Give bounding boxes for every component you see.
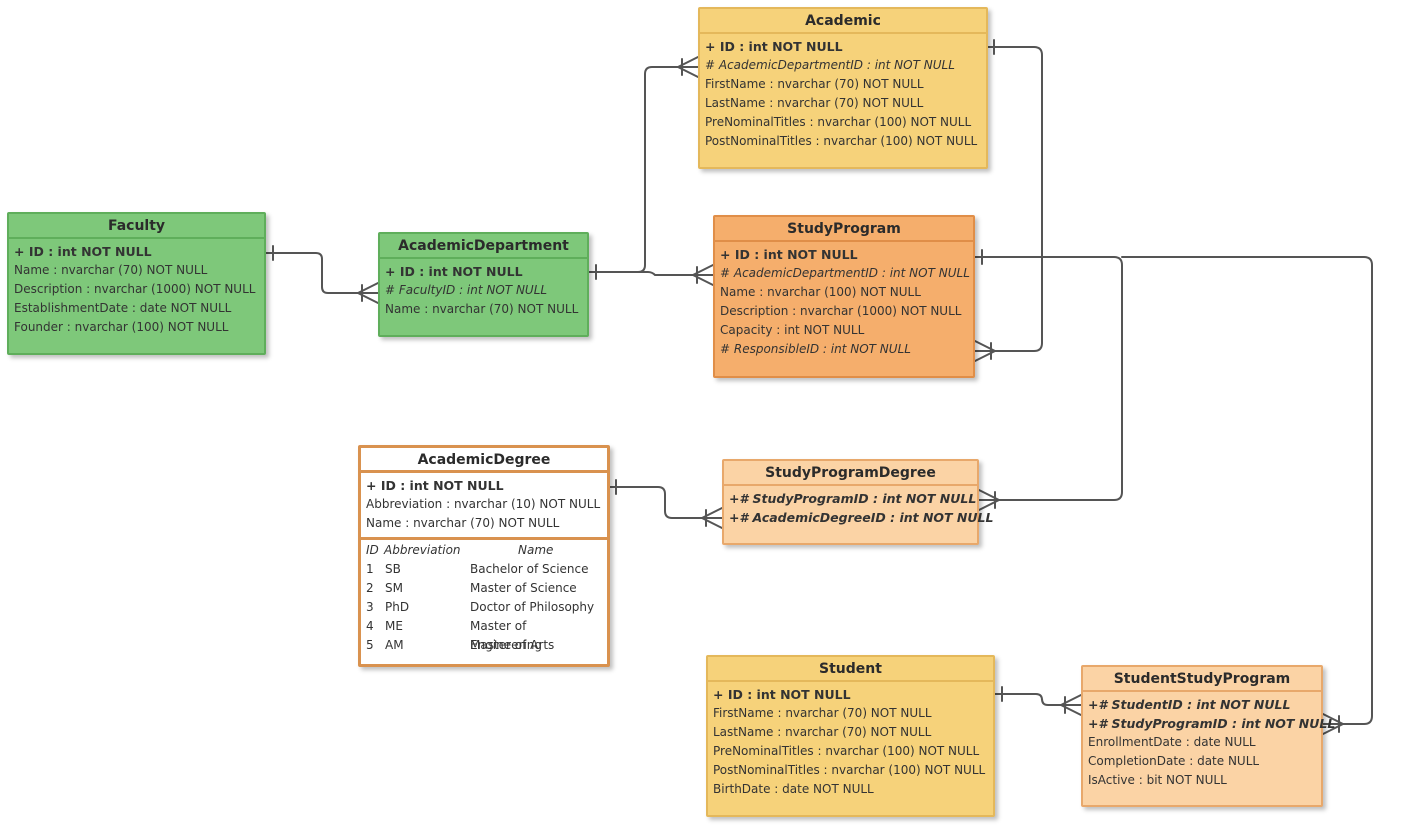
entity-student[interactable]: Student + ID : int NOT NULL FirstName : … bbox=[706, 655, 995, 817]
pk-field: + ID : int NOT NULL bbox=[385, 264, 523, 279]
field: PostNominalTitles : nvarchar (100) NOT N… bbox=[713, 763, 986, 777]
data-header-row: ID Abbreviation Name bbox=[366, 541, 602, 560]
field: Founder : nvarchar (100) NOT NULL bbox=[14, 320, 229, 334]
entity-academic-degree[interactable]: AcademicDegree + ID : int NOT NULL Abbre… bbox=[358, 445, 610, 667]
field: FirstName : nvarchar (70) NOT NULL bbox=[705, 77, 924, 91]
entity-title: AcademicDepartment bbox=[380, 234, 587, 259]
entity-title: AcademicDegree bbox=[361, 448, 607, 473]
sample-data-table: ID Abbreviation Name 1 SB Bachelor of Sc… bbox=[361, 540, 607, 655]
field: Capacity : int NOT NULL bbox=[720, 323, 865, 337]
data-cell: 1 bbox=[366, 562, 374, 576]
data-cell: 4 bbox=[366, 619, 374, 633]
field: CompletionDate : date NULL bbox=[1088, 754, 1260, 768]
field: LastName : nvarchar (70) NOT NULL bbox=[713, 725, 932, 739]
field: Name : nvarchar (70) NOT NULL bbox=[14, 263, 208, 277]
pk-field: + ID : int NOT NULL bbox=[14, 244, 152, 259]
fk-field: # AcademicDepartmentID : int NOT NULL bbox=[705, 58, 955, 72]
field: Name : nvarchar (70) NOT NULL bbox=[366, 516, 560, 530]
entity-title: StudyProgram bbox=[715, 217, 973, 242]
data-cell: Master of Science bbox=[470, 581, 577, 595]
entity-title: StudentStudyProgram bbox=[1083, 667, 1321, 692]
fk-field: # ResponsibleID : int NOT NULL bbox=[720, 342, 911, 356]
entity-academic-department[interactable]: AcademicDepartment + ID : int NOT NULL #… bbox=[378, 232, 589, 337]
data-cell: SB bbox=[385, 562, 401, 576]
field: IsActive : bit NOT NULL bbox=[1088, 773, 1227, 787]
link-department-studyprogram bbox=[588, 264, 714, 286]
data-separator bbox=[361, 537, 607, 540]
data-row: 3 PhD Doctor of Philosophy bbox=[366, 598, 602, 617]
field: Name : nvarchar (100) NOT NULL bbox=[720, 285, 921, 299]
data-header-cell: Abbreviation bbox=[384, 543, 461, 557]
entity-student-study-program[interactable]: StudentStudyProgram +# StudentID : int N… bbox=[1081, 665, 1336, 807]
fk-field: # AcademicDepartmentID : int NOT NULL bbox=[720, 266, 970, 280]
entity-title: Student bbox=[708, 657, 993, 682]
pk-field: + ID : int NOT NULL bbox=[705, 39, 843, 54]
field: LastName : nvarchar (70) NOT NULL bbox=[705, 96, 924, 110]
field: EnrollmentDate : date NULL bbox=[1088, 735, 1256, 749]
link-student-studentprogram bbox=[994, 686, 1082, 716]
field: Name : nvarchar (70) NOT NULL bbox=[385, 302, 579, 316]
data-cell: Master of Engineering bbox=[470, 619, 542, 652]
field: EstablishmentDate : date NOT NULL bbox=[14, 301, 232, 315]
fk-field: # FacultyID : int NOT NULL bbox=[385, 283, 548, 297]
entity-academic[interactable]: Academic + ID : int NOT NULL # AcademicD… bbox=[698, 7, 988, 169]
data-cell: Bachelor of Science bbox=[470, 562, 589, 576]
pk-fk-field: +# StudyProgramID : int NOT NULL bbox=[729, 491, 977, 506]
data-header-cell: ID bbox=[366, 543, 379, 557]
pk-field: + ID : int NOT NULL bbox=[366, 478, 504, 493]
data-cell: ME bbox=[385, 619, 403, 633]
field: Description : nvarchar (1000) NOT NULL bbox=[14, 282, 256, 296]
data-row: 1 SB Bachelor of Science bbox=[366, 560, 602, 579]
link-studyprogram-programdegree bbox=[974, 249, 1123, 511]
entity-title: Academic bbox=[700, 9, 986, 34]
pk-fk-field: +# StudyProgramID : int NOT NULL bbox=[1088, 716, 1336, 731]
entity-faculty[interactable]: Faculty + ID : int NOT NULL Name : nvarc… bbox=[7, 212, 266, 355]
entity-title: StudyProgramDegree bbox=[724, 461, 977, 486]
link-studyprogram-studentprogram bbox=[1121, 256, 1373, 735]
field: Description : nvarchar (1000) NOT NULL bbox=[720, 304, 962, 318]
link-academic-studyprogram bbox=[974, 39, 1043, 362]
data-row: 4 ME Master of Engineering bbox=[366, 617, 602, 652]
data-row: 2 SM Master of Science bbox=[366, 579, 602, 598]
field: PostNominalTitles : nvarchar (100) NOT N… bbox=[705, 134, 978, 148]
data-row: 5 AM Master of Arts bbox=[366, 636, 602, 655]
data-cell: Master of Arts bbox=[470, 638, 555, 652]
entity-title: Faculty bbox=[9, 214, 264, 239]
pk-field: + ID : int NOT NULL bbox=[713, 687, 851, 702]
link-department-academic bbox=[588, 56, 699, 280]
link-degree-programdegree bbox=[608, 479, 723, 529]
field: PreNominalTitles : nvarchar (100) NOT NU… bbox=[713, 744, 980, 758]
data-cell: SM bbox=[385, 581, 403, 595]
data-cell: AM bbox=[385, 638, 404, 652]
pk-fk-field: +# StudentID : int NOT NULL bbox=[1088, 697, 1291, 712]
field: FirstName : nvarchar (70) NOT NULL bbox=[713, 706, 932, 720]
pk-fk-field: +# AcademicDegreeID : int NOT NULL bbox=[729, 510, 994, 525]
data-cell: 5 bbox=[366, 638, 374, 652]
link-faculty-department bbox=[265, 245, 379, 304]
data-header-cell: Name bbox=[518, 543, 554, 557]
data-cell: PhD bbox=[385, 600, 410, 614]
data-cell: Doctor of Philosophy bbox=[470, 600, 595, 614]
entity-study-program-degree[interactable]: StudyProgramDegree +# StudyProgramID : i… bbox=[722, 459, 994, 545]
pk-field: + ID : int NOT NULL bbox=[720, 247, 858, 262]
entity-study-program[interactable]: StudyProgram + ID : int NOT NULL # Acade… bbox=[713, 215, 975, 378]
data-cell: 2 bbox=[366, 581, 374, 595]
field: Abbreviation : nvarchar (10) NOT NULL bbox=[366, 497, 601, 511]
field: PreNominalTitles : nvarchar (100) NOT NU… bbox=[705, 115, 972, 129]
field: BirthDate : date NOT NULL bbox=[713, 782, 874, 796]
data-cell: 3 bbox=[366, 600, 374, 614]
